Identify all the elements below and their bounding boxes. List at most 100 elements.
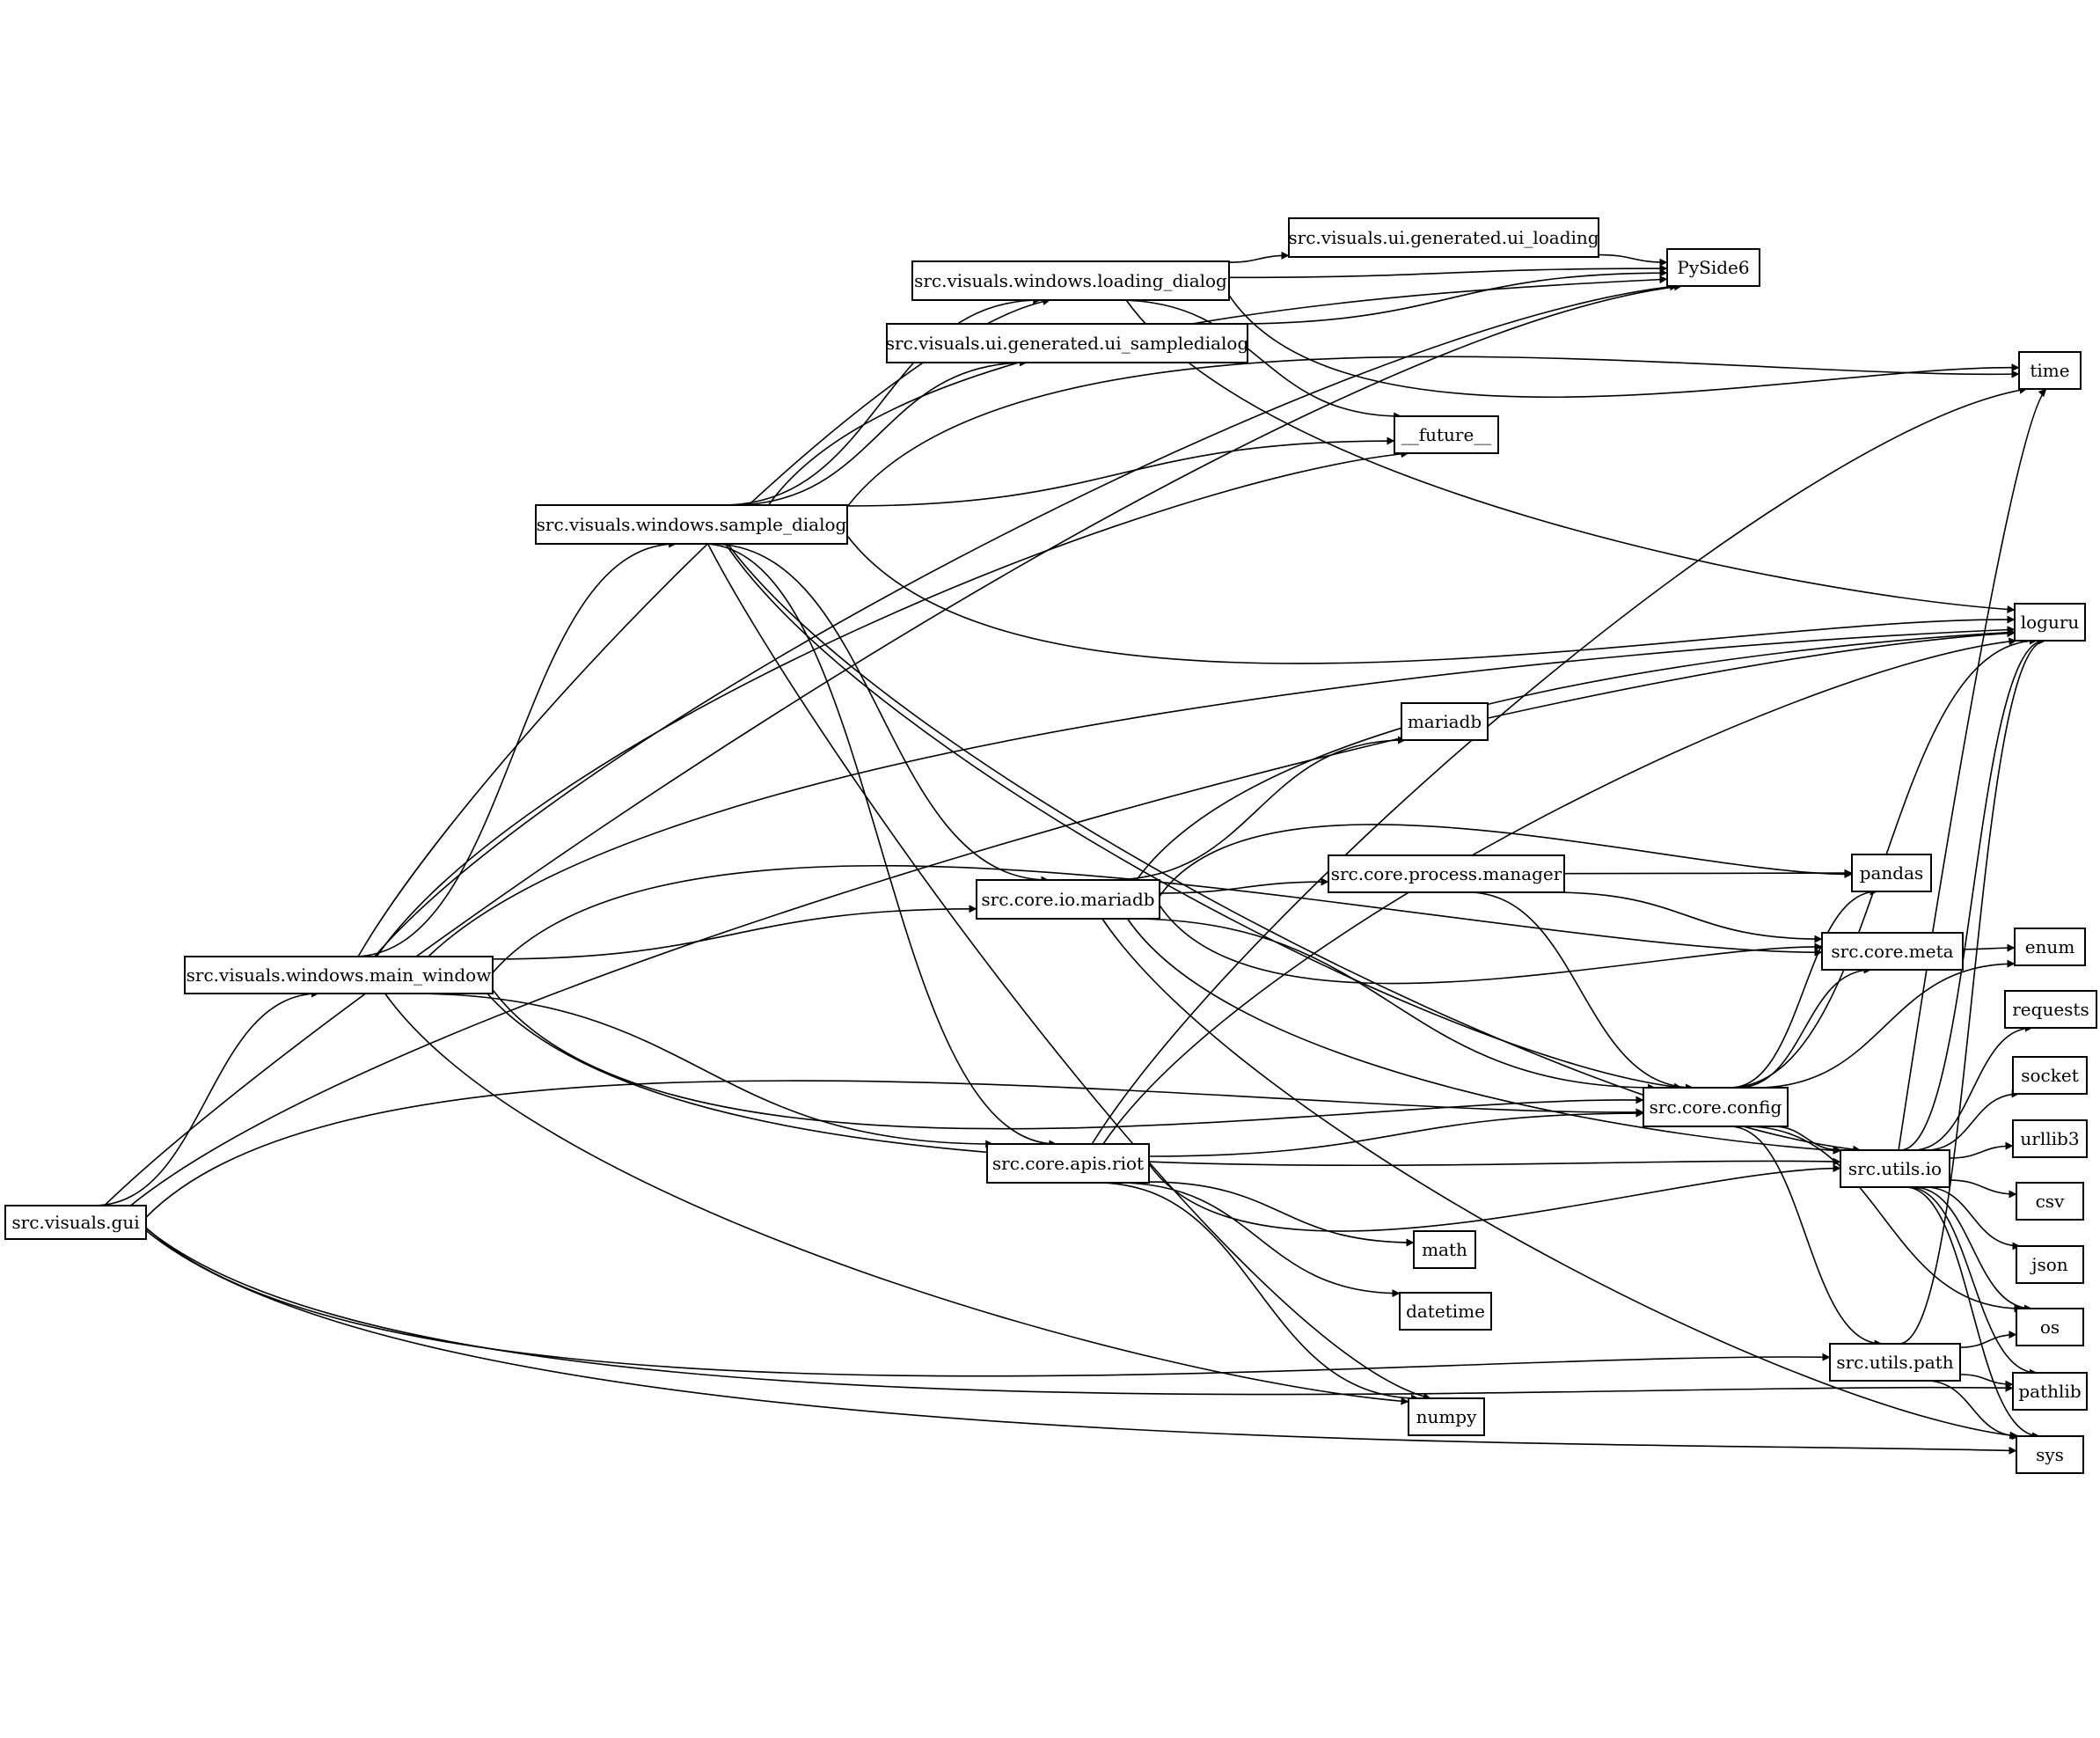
edge-path [1102, 637, 2017, 1145]
edge-path [1148, 1181, 1415, 1247]
node-label: mariadb [1408, 711, 1482, 732]
node-sample-dialog: src.visuals.windows.sample_dialog [535, 504, 848, 545]
edge-main-window-to-core-mariadb [492, 905, 977, 960]
edge-utils-path-to-loguru [1899, 636, 2047, 1345]
edge-path [1598, 253, 1668, 267]
edge-core-meta-to-enum [1962, 943, 2016, 952]
node-box [1399, 1292, 1492, 1331]
edge-path [384, 993, 1409, 1405]
edge-utils-path-to-pathlib [1959, 1374, 2014, 1389]
node-box [2016, 1182, 2084, 1221]
edge-path [492, 905, 977, 960]
node-label: src.visuals.windows.main_window [187, 964, 492, 986]
edge-core-mariadb-to-mariadb-pkg [1109, 736, 1406, 881]
node-box [1851, 854, 1932, 892]
edge-path [1898, 388, 2047, 1151]
edge-path [1467, 891, 1694, 1092]
edge-core-mariadb-to-core-meta [1159, 905, 1823, 985]
edge-path [1913, 1023, 2033, 1151]
node-urllib3: urllib3 [2012, 1119, 2088, 1158]
edge-utils-io-to-requests [1913, 1023, 2033, 1151]
edges-layer [93, 251, 2047, 1455]
node-label: time [2030, 360, 2069, 381]
edge-path [1159, 824, 1853, 898]
node-apis-riot: src.core.apis.riot [986, 1143, 1150, 1184]
node-label: src.core.config [1650, 1096, 1782, 1118]
edge-path [1949, 1179, 2017, 1199]
node-box [1413, 1230, 1476, 1269]
edge-path [1959, 1374, 2014, 1389]
edge-sample-dialog-to-ui-sampledialog [731, 358, 1028, 506]
edge-path [1962, 943, 2016, 952]
node-sys: sys [2016, 1435, 2084, 1474]
edge-gui-to-loguru [130, 629, 2016, 1206]
edge-path [145, 1228, 2014, 1396]
node-box [2016, 1435, 2084, 1474]
edge-main-window-to-loading-dialog [357, 297, 1051, 957]
edge-path [1228, 264, 1668, 279]
edge-path [492, 865, 1823, 973]
node-label: src.visuals.gui [11, 1212, 139, 1233]
node-box [1408, 1397, 1485, 1436]
node-os: os [2016, 1308, 2084, 1346]
node-core-meta: src.core.meta [1821, 932, 1964, 971]
node-label: src.visuals.ui.generated.ui_sampledialog [886, 333, 1249, 354]
node-ui-loading: src.visuals.ui.generated.ui_loading [1288, 217, 1599, 258]
edge-loading-dialog-to-loguru [1125, 299, 2016, 613]
edge-main-window-to-sample-dialog [353, 539, 677, 957]
edge-path [1924, 1186, 2021, 1250]
node-pyside6: PySide6 [1666, 248, 1760, 287]
edge-main-window-to-pyside6 [374, 282, 1679, 957]
edge-gui-to-utils-path [145, 1227, 1831, 1377]
edge-path [1899, 636, 2047, 1345]
node-label: pathlib [2018, 1381, 2081, 1402]
node-core-config: src.core.config [1643, 1087, 1789, 1127]
edge-utils-io-to-pathlib [1907, 1186, 2038, 1377]
edge-sample-dialog-to-loguru [846, 535, 2016, 664]
edge-path [721, 296, 1042, 506]
node-box [1288, 217, 1599, 258]
edge-path [1729, 1126, 1883, 1348]
node-utils-io: src.utils.io [1840, 1149, 1950, 1188]
node-box [1401, 702, 1489, 741]
edge-sample-dialog-to-utils-io [727, 543, 1862, 1154]
edge-main-window-to-utils-io [487, 993, 1841, 1167]
edge-gui-to-core-config [145, 1080, 1644, 1218]
edge-path [1148, 1163, 1841, 1232]
edge-main-window-to-core-meta [492, 865, 1823, 973]
edge-core-mariadb-to-sys [1101, 918, 2018, 1440]
node-label: src.visuals.windows.sample_dialog [537, 514, 847, 535]
edge-path [1117, 1182, 1401, 1298]
edge-sample-dialog-to-apis-riot [702, 543, 1057, 1148]
node-utils-path: src.utils.path [1829, 1343, 1961, 1382]
edge-path [1159, 877, 1329, 894]
node-datetime: datetime [1399, 1292, 1492, 1331]
edge-utils-io-to-csv [1949, 1179, 2017, 1199]
node-label: csv [2036, 1191, 2065, 1212]
edge-sample-dialog-to-loading-dialog [721, 296, 1042, 506]
edge-path [1159, 905, 1823, 985]
edge-path [731, 358, 1028, 506]
edge-path [145, 1080, 1644, 1218]
node-label: __future__ [1401, 424, 1492, 445]
node-label: src.core.apis.riot [992, 1153, 1144, 1174]
node-enum: enum [2014, 928, 2086, 966]
node-label: PySide6 [1677, 257, 1749, 278]
node-box [2004, 990, 2097, 1029]
node-label: src.core.io.mariadb [981, 889, 1154, 910]
node-box [2016, 1245, 2084, 1284]
node-box [2016, 1308, 2084, 1346]
edge-main-window-to-future [376, 450, 1409, 957]
node-label: socket [2021, 1065, 2079, 1086]
edge-path [846, 535, 2016, 664]
edge-path [1128, 918, 1656, 1092]
edge-path [1148, 1109, 1644, 1157]
edge-loading-dialog-to-ui-loading [1228, 251, 1290, 263]
edge-main-window-to-core-config [492, 989, 1644, 1130]
edge-sample-dialog-to-pyside6 [767, 275, 1668, 506]
edge-utils-io-to-socket [1925, 1089, 2020, 1151]
edge-path [1096, 1182, 1420, 1403]
edge-path [1905, 1186, 2041, 1441]
edge-path [725, 543, 1682, 1091]
edge-path [846, 356, 2020, 508]
